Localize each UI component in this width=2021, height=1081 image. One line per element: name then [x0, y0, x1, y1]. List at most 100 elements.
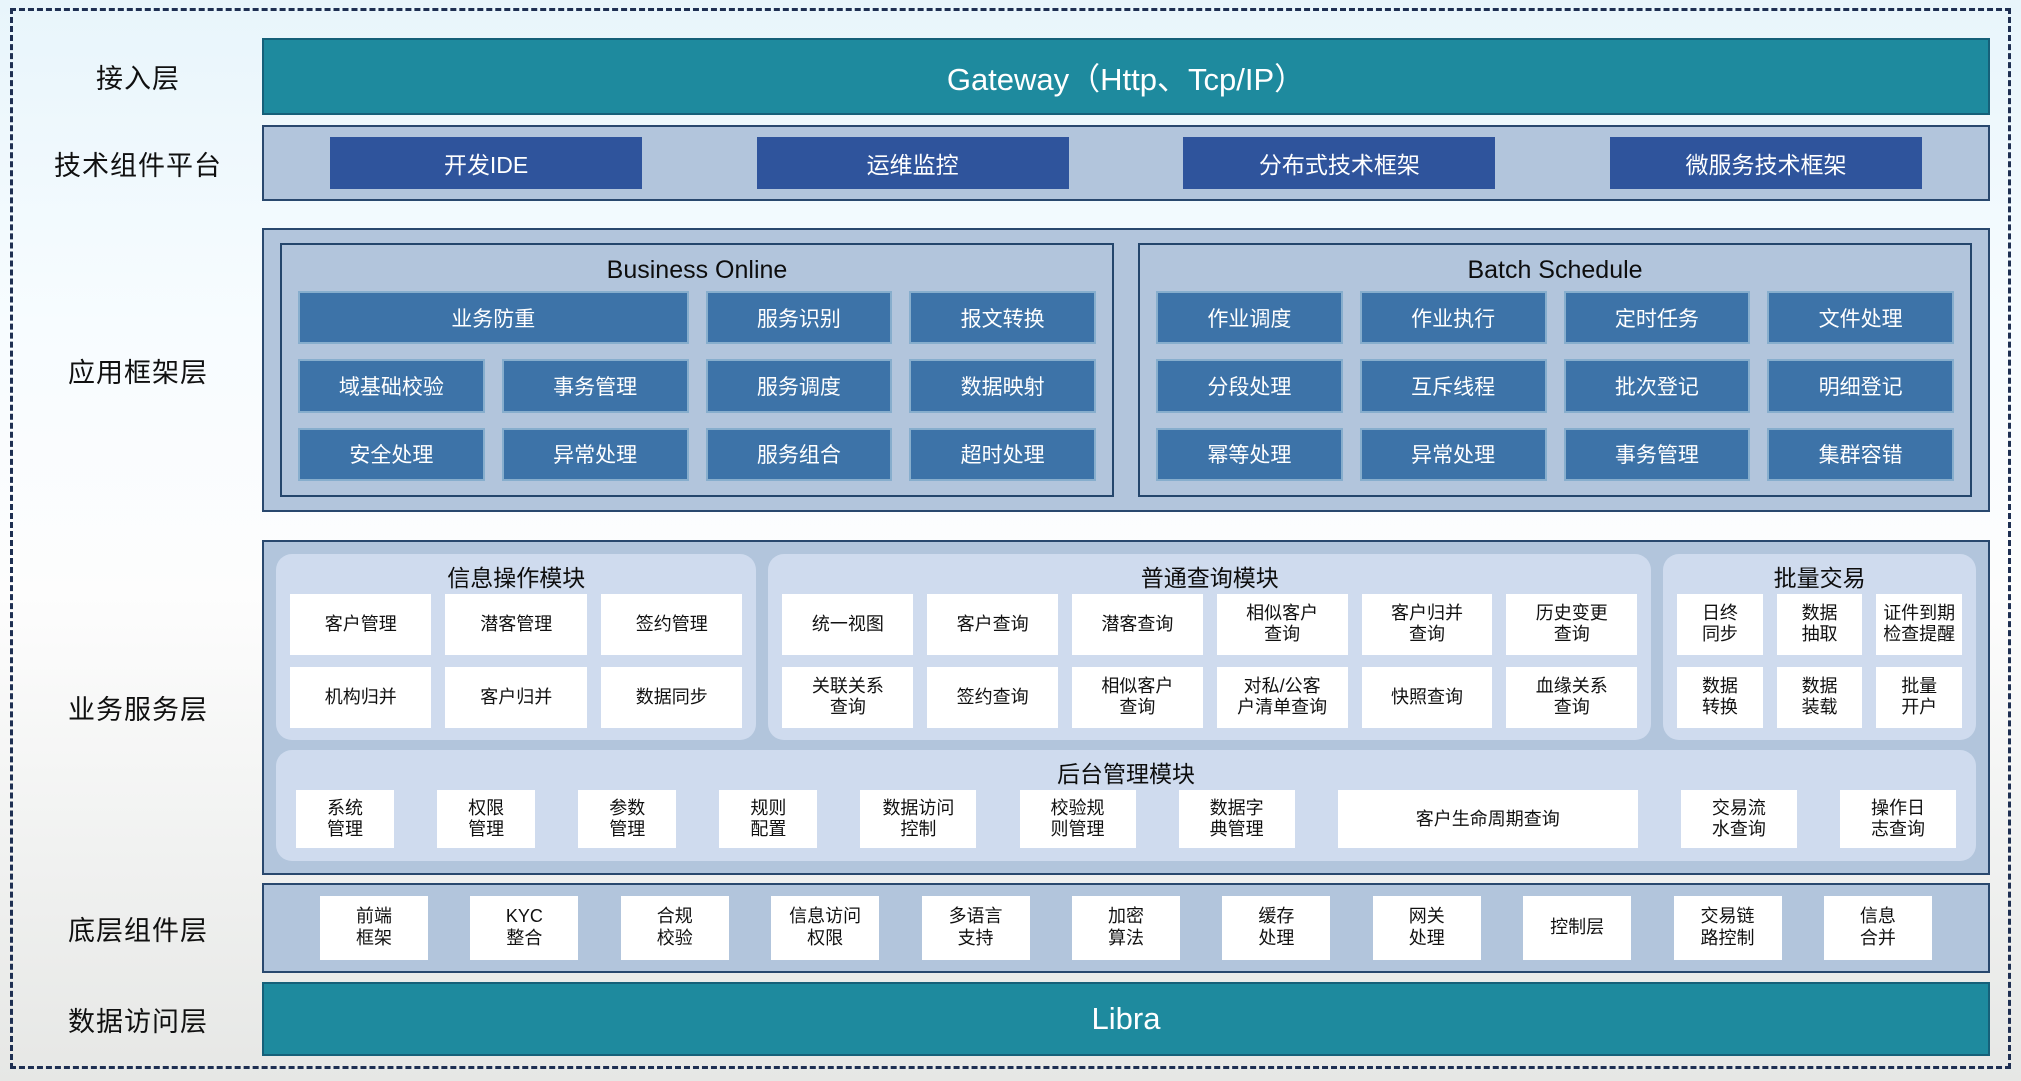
base-component-item: KYC 整合 — [470, 896, 579, 960]
query-module-item: 签约查询 — [927, 666, 1059, 728]
business-service-top: 信息操作模块 客户管理 潜客管理 签约管理 机构归并 客户归并 数据同步 普通查… — [276, 554, 1977, 740]
tech-item: 分布式技术框架 — [1183, 137, 1496, 189]
admin-module-item: 参数 管理 — [578, 790, 677, 849]
business-online-item: 超时处理 — [909, 427, 1096, 481]
batch-schedule-box: Batch Schedule 作业调度 作业执行 定时任务 文件处理 分段处理 … — [1138, 243, 1972, 497]
query-module-grid: 统一视图 客户查询 潜客查询 相似客户 查询 客户归并 查询 历史变更 查询 关… — [782, 594, 1638, 728]
batch-schedule-item: 幂等处理 — [1156, 427, 1343, 481]
base-component-item: 前端 框架 — [320, 896, 428, 960]
batch-trade-item: 批量 开户 — [1876, 666, 1963, 728]
base-component-item: 信息访问 权限 — [771, 896, 880, 960]
admin-module-title: 后台管理模块 — [1057, 760, 1195, 787]
business-online-item: 报文转换 — [909, 291, 1096, 345]
business-online-item: 异常处理 — [501, 427, 689, 481]
batch-trade-title: 批量交易 — [1773, 565, 1866, 591]
query-module-item: 潜客查询 — [1072, 594, 1203, 655]
batch-schedule-item: 文件处理 — [1767, 291, 1954, 345]
admin-module-item: 操作日 志查询 — [1839, 790, 1956, 849]
admin-module-item: 规则 配置 — [719, 790, 818, 849]
batch-trade-box: 批量交易 日终 同步 数据 抽取 证件到期 检查提醒 数据 转换 数据 装载 批… — [1663, 554, 1977, 740]
access-layer-label: 接入层 — [96, 64, 180, 94]
gateway-bar: Gateway（Http、Tcp/IP） — [262, 38, 1990, 115]
business-service-row: 业务服务层 信息操作模块 客户管理 潜客管理 签约管理 机构归并 客户归并 数据… — [14, 540, 2007, 875]
query-module-box: 普通查询模块 统一视图 客户查询 潜客查询 相似客户 查询 客户归并 查询 历史… — [768, 554, 1652, 740]
batch-schedule-item: 作业执行 — [1359, 291, 1547, 345]
info-module-title: 信息操作模块 — [447, 565, 586, 591]
batch-schedule-title: Batch Schedule — [1467, 255, 1643, 284]
admin-module-item: 客户生命周期查询 — [1337, 790, 1638, 849]
info-module-item: 客户管理 — [290, 594, 432, 655]
batch-schedule-item: 事务管理 — [1563, 427, 1751, 481]
batch-trade-item: 数据 装载 — [1776, 666, 1863, 728]
base-component-item: 缓存 处理 — [1222, 896, 1331, 960]
base-component-item: 多语言 支持 — [921, 896, 1030, 960]
base-component-item: 加密 算法 — [1071, 896, 1180, 960]
query-module-item: 客户查询 — [927, 594, 1059, 655]
query-module-item: 统一视图 — [782, 594, 914, 655]
data-access-label: 数据访问层 — [68, 1006, 208, 1037]
base-component-item: 交易链 路控制 — [1673, 896, 1782, 960]
query-module-title: 普通查询模块 — [1140, 565, 1279, 591]
tech-platform-label: 技术组件平台 — [54, 150, 222, 181]
app-framework-container: Business Online 业务防重 服务识别 报文转换 域基础校验 事务管… — [262, 228, 1990, 512]
batch-trade-item: 数据 抽取 — [1776, 594, 1863, 655]
business-online-box: Business Online 业务防重 服务识别 报文转换 域基础校验 事务管… — [280, 243, 1114, 497]
base-components-container: 前端 框架 KYC 整合 合规 校验 信息访问 权限 多语言 支持 加密 算法 … — [262, 883, 1990, 973]
admin-module-item: 权限 管理 — [437, 790, 536, 849]
business-online-item: 数据映射 — [909, 359, 1096, 413]
admin-module-box: 后台管理模块 系统 管理 权限 管理 参数 管理 规则 配置 数据访问 控制 校… — [276, 749, 1976, 861]
batch-trade-item: 数据 转换 — [1677, 666, 1763, 728]
data-access-row: 数据访问层 Libra — [14, 982, 2007, 1056]
admin-module-row: 系统 管理 权限 管理 参数 管理 规则 配置 数据访问 控制 校验规 则管理 … — [290, 790, 1962, 849]
batch-schedule-item: 批次登记 — [1563, 359, 1751, 413]
base-components-label: 底层组件层 — [68, 915, 208, 946]
info-module-item: 机构归并 — [290, 666, 432, 728]
query-module-item: 相似客户 查询 — [1216, 594, 1348, 655]
access-layer-row: 接入层 Gateway（Http、Tcp/IP） — [14, 38, 2007, 115]
info-module-item: 数据同步 — [600, 666, 743, 728]
admin-module-item: 校验规 则管理 — [1019, 790, 1136, 849]
tech-item: 运维监控 — [756, 137, 1069, 189]
batch-schedule-item: 作业调度 — [1156, 291, 1343, 345]
batch-schedule-item: 异常处理 — [1359, 427, 1547, 481]
business-online-grid: 业务防重 服务识别 报文转换 域基础校验 事务管理 服务调度 数据映射 安全处理… — [298, 291, 1096, 481]
batch-schedule-item: 集群容错 — [1767, 427, 1954, 481]
libra-bar: Libra — [262, 982, 1990, 1056]
info-module-item: 客户归并 — [445, 666, 587, 728]
base-component-item: 信息 合并 — [1823, 896, 1932, 960]
business-online-item: 服务调度 — [705, 359, 893, 413]
tech-item: 开发IDE — [330, 137, 642, 189]
app-framework-row: 应用框架层 Business Online 业务防重 服务识别 报文转换 域基础… — [14, 228, 2007, 512]
query-module-item: 历史变更 查询 — [1506, 594, 1638, 655]
info-module-item: 潜客管理 — [445, 594, 587, 655]
batch-schedule-item: 定时任务 — [1563, 291, 1751, 345]
business-online-item: 业务防重 — [298, 291, 689, 345]
base-components-row: 底层组件层 前端 框架 KYC 整合 合规 校验 信息访问 权限 多语言 支持 … — [14, 883, 2007, 973]
base-component-item: 网关 处理 — [1372, 896, 1481, 960]
info-module-item: 签约管理 — [600, 594, 743, 655]
query-module-item: 对私/公客 户清单查询 — [1216, 666, 1348, 728]
business-online-title: Business Online — [606, 255, 788, 284]
batch-schedule-grid: 作业调度 作业执行 定时任务 文件处理 分段处理 互斥线程 批次登记 明细登记 … — [1156, 291, 1954, 481]
business-online-item: 域基础校验 — [298, 359, 485, 413]
business-online-item: 事务管理 — [501, 359, 689, 413]
base-component-item: 合规 校验 — [620, 896, 729, 960]
query-module-item: 关联关系 查询 — [782, 666, 914, 728]
batch-trade-item: 日终 同步 — [1677, 594, 1763, 655]
batch-schedule-item: 明细登记 — [1767, 359, 1954, 413]
admin-module-item: 数据字 典管理 — [1178, 790, 1295, 849]
batch-trade-grid: 日终 同步 数据 抽取 证件到期 检查提醒 数据 转换 数据 装载 批量 开户 — [1677, 594, 1963, 728]
business-online-item: 安全处理 — [298, 427, 485, 481]
business-service-label: 业务服务层 — [68, 695, 208, 725]
batch-trade-item: 证件到期 检查提醒 — [1876, 594, 1963, 655]
info-module-grid: 客户管理 潜客管理 签约管理 机构归并 客户归并 数据同步 — [290, 594, 743, 728]
query-module-item: 相似客户 查询 — [1072, 666, 1203, 728]
tech-platform-row: 技术组件平台 开发IDE 运维监控 分布式技术框架 微服务技术框架 — [14, 125, 2007, 201]
query-module-item: 客户归并 查询 — [1361, 594, 1493, 655]
app-framework-label: 应用框架层 — [68, 357, 208, 388]
admin-module-item: 交易流 水查询 — [1680, 790, 1797, 849]
admin-module-item: 系统 管理 — [296, 790, 394, 849]
query-module-item: 血缘关系 查询 — [1506, 666, 1638, 728]
base-component-item: 控制层 — [1523, 896, 1632, 960]
